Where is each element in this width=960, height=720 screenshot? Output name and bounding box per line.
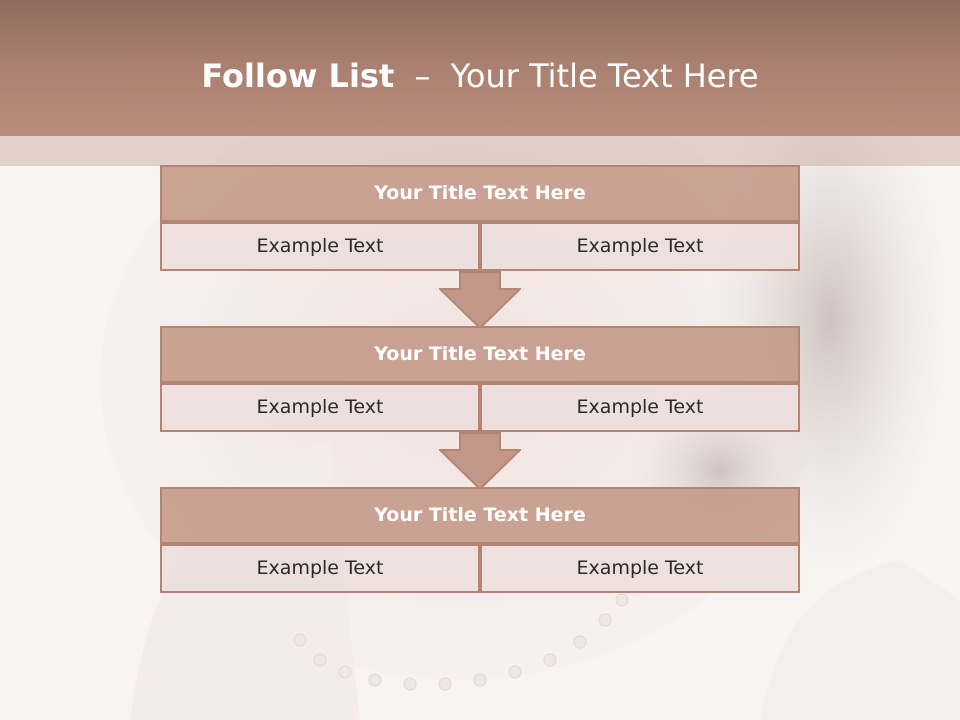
slide-title: Follow List – Your Title Text Here (0, 50, 960, 102)
follow-block-2: Your Title Text Here Example Text Exampl… (160, 326, 800, 432)
follow-block-title: Your Title Text Here (160, 487, 800, 544)
follow-block-1: Your Title Text Here Example Text Exampl… (160, 165, 800, 271)
down-arrow-icon (439, 271, 521, 329)
follow-block-cell-right: Example Text (480, 383, 800, 432)
follow-block-title: Your Title Text Here (160, 165, 800, 222)
follow-block-title: Your Title Text Here (160, 326, 800, 383)
follow-block-3: Your Title Text Here Example Text Exampl… (160, 487, 800, 593)
header-band (0, 0, 960, 136)
slide-title-bold: Follow List (201, 57, 395, 95)
follow-block-cell-right: Example Text (480, 544, 800, 593)
down-arrow-icon (439, 432, 521, 490)
slide-title-rest: Your Title Text Here (450, 57, 759, 95)
slide-title-separator: – (414, 57, 431, 95)
follow-block-cell-left: Example Text (160, 222, 480, 271)
follow-block-cell-left: Example Text (160, 383, 480, 432)
follow-block-cell-right: Example Text (480, 222, 800, 271)
header-strip (0, 136, 960, 166)
follow-block-cell-left: Example Text (160, 544, 480, 593)
